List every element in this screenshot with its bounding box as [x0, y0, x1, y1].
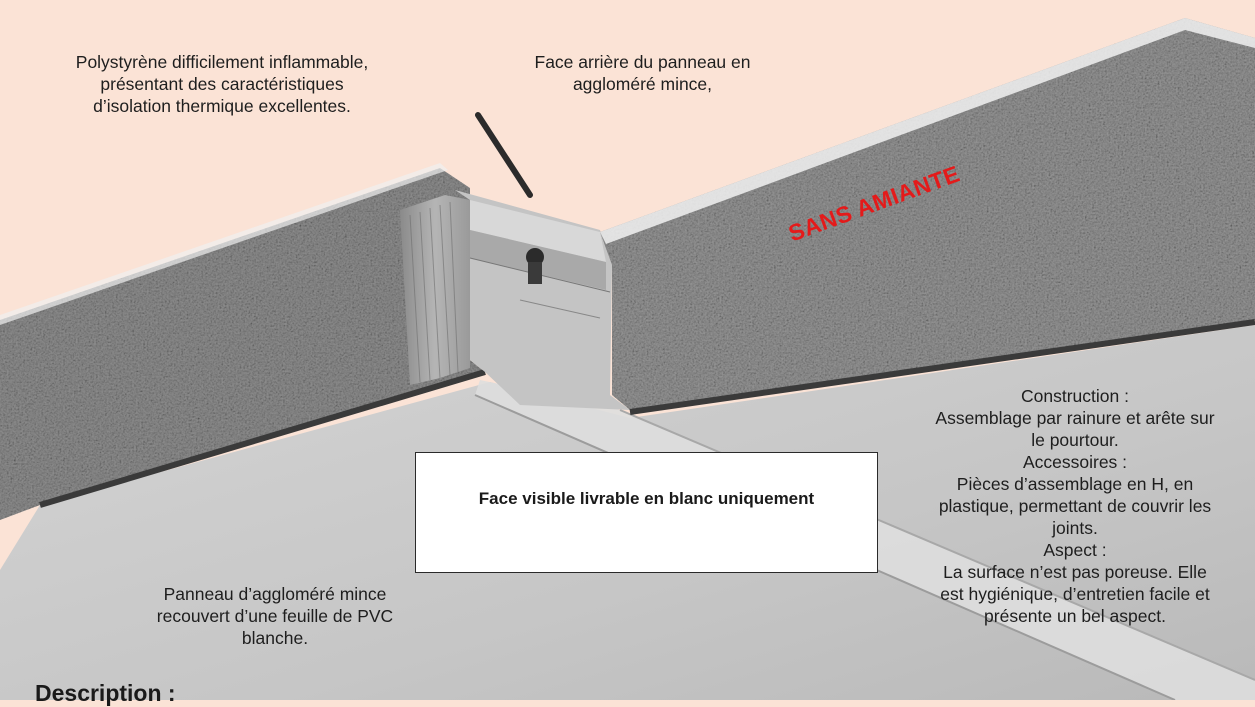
caption-line: présente un bel aspect. [984, 606, 1166, 626]
caption-line: Polystyrène difficilement inflammable, [75, 52, 369, 72]
caption-line: Assemblage par rainure et arête sur [935, 408, 1215, 428]
caption-line: joints. [1052, 518, 1098, 538]
caption-line: aggloméré mince, [572, 74, 713, 94]
right-foam-block [600, 18, 1255, 410]
caption-line: plastique, permettant de couvrir les [938, 496, 1212, 516]
visible-face-box: Face visible livrable en blanc uniquemen… [415, 452, 878, 573]
left-foam-block [0, 168, 485, 520]
caption-line: La surface n’est pas poreuse. Elle [943, 562, 1207, 582]
caption-line: présentant des caractéristiques [100, 74, 344, 94]
caption-line: recouvert d’une feuille de PVC [156, 606, 394, 626]
screw-icon [475, 112, 533, 198]
caption-line: Panneau d’aggloméré mince [163, 584, 387, 604]
polystyrene-caption: Polystyrène difficilement inflammable, p… [22, 51, 422, 117]
caption-line: Aspect : [1043, 540, 1107, 560]
caption-line: Accessoires : [1022, 452, 1128, 472]
specifications-caption: Construction : Assemblage par rainure et… [895, 385, 1255, 627]
caption-line: Construction : [1021, 386, 1129, 406]
visible-face-label: Face visible livrable en blanc uniquemen… [478, 489, 815, 508]
caption-line: blanche. [241, 628, 309, 648]
description-heading: Description : [35, 680, 176, 706]
back-face-caption: Face arrière du panneau en aggloméré min… [470, 51, 815, 95]
caption-line: d’isolation thermique excellentes. [93, 96, 351, 116]
caption-line: Pièces d’assemblage en H, en [956, 474, 1194, 494]
caption-line: Face arrière du panneau en [534, 52, 751, 72]
caption-line: est hygiénique, d’entretien facile et [940, 584, 1210, 604]
caption-line: le pourtour. [1031, 430, 1119, 450]
panel-caption: Panneau d’aggloméré mince recouvert d’un… [115, 583, 435, 649]
